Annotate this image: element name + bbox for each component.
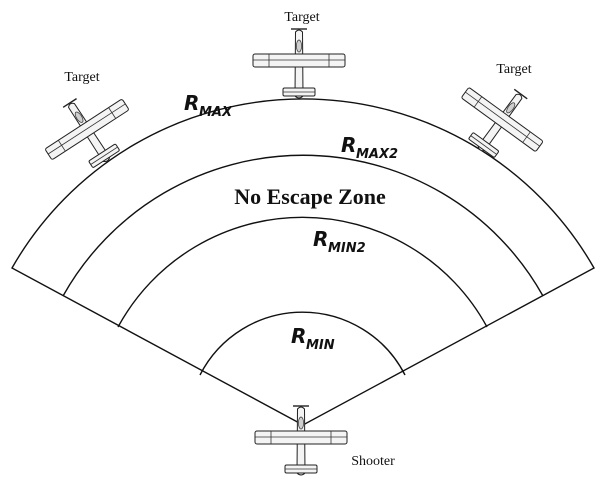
rmin2-label: R MIN2 <box>313 227 366 256</box>
shooter-plane-icon <box>254 405 348 476</box>
rmax2-label: R MAX2 <box>341 133 398 162</box>
svg-text:R: R <box>184 91 199 115</box>
svg-text:MIN2: MIN2 <box>328 241 366 256</box>
target-label-right: Target <box>496 62 531 77</box>
rmin-label: R MIN <box>291 324 335 353</box>
rmax2-arc <box>62 154 544 297</box>
no-escape-zone-label: No Escape Zone <box>234 184 386 209</box>
svg-text:MAX2: MAX2 <box>356 147 398 162</box>
target-plane-top-icon <box>252 28 346 99</box>
rmin-arc <box>199 311 406 376</box>
target-label-left: Target <box>64 70 99 85</box>
rmax-label: R MAX <box>184 91 233 120</box>
target-label-top: Target <box>284 10 319 25</box>
shooter-label: Shooter <box>351 454 395 469</box>
rmax-boundary <box>11 98 595 426</box>
svg-text:R: R <box>291 324 306 348</box>
svg-text:R: R <box>341 133 356 157</box>
target-plane-left-icon <box>30 77 147 187</box>
svg-text:MAX: MAX <box>199 105 233 120</box>
svg-text:MIN: MIN <box>306 338 335 353</box>
rmin2-arc <box>117 216 488 328</box>
svg-text:R: R <box>313 227 328 251</box>
target-plane-right-icon <box>442 66 559 178</box>
